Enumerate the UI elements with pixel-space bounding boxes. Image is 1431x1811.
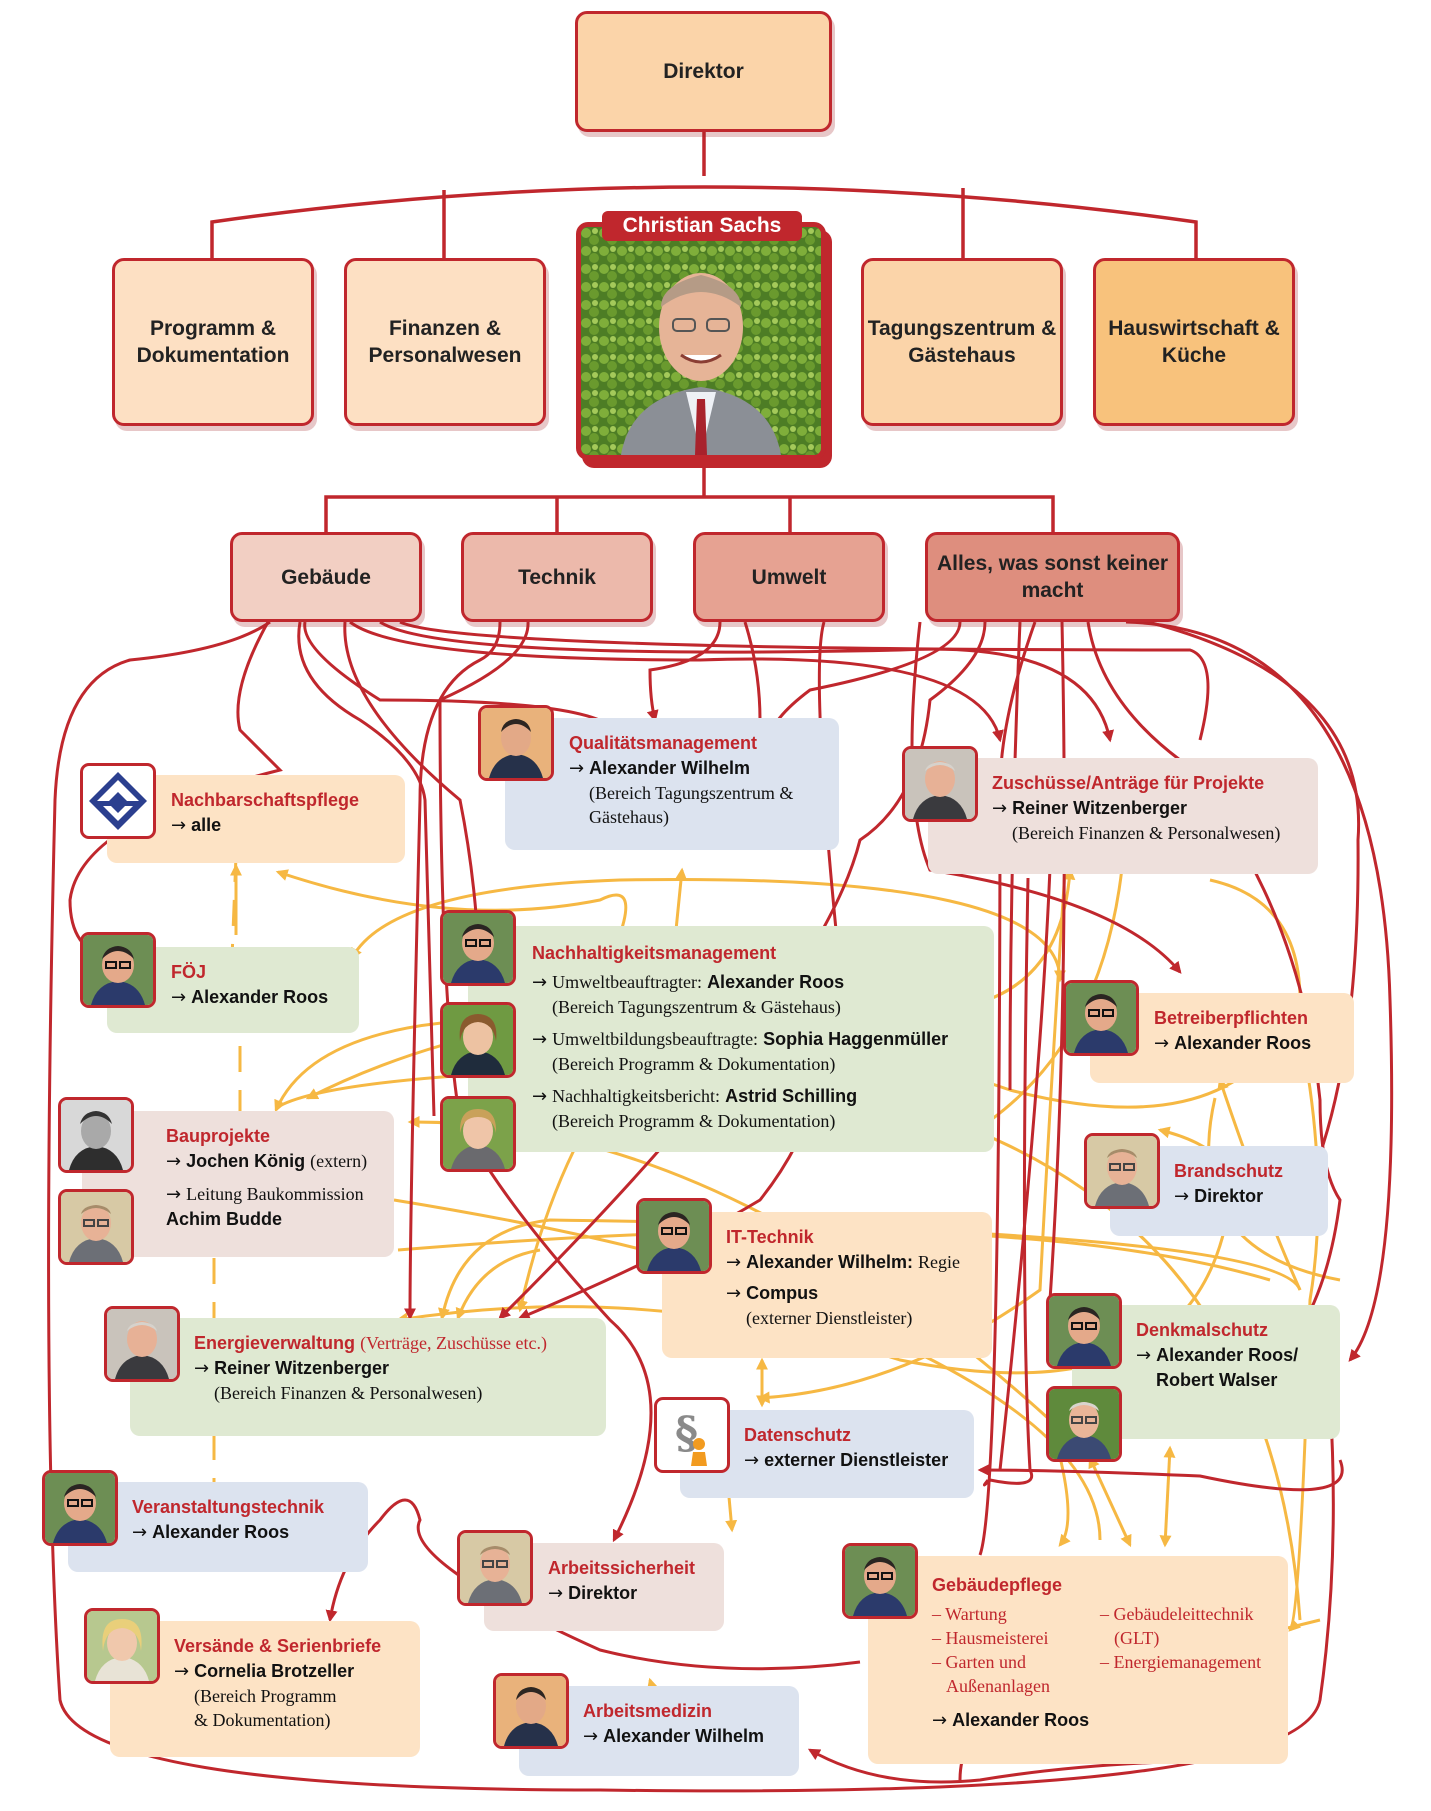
hero-name-label: Christian Sachs: [602, 211, 802, 241]
svg-text:§: §: [675, 1408, 698, 1459]
person: Direktor: [1194, 1186, 1264, 1206]
card-title: Datenschutz: [744, 1425, 852, 1445]
paragraph-icon: §: [654, 1397, 730, 1473]
card-zuschuesse[interactable]: Zuschüsse/Anträge für Projekte → Reiner …: [928, 758, 1318, 874]
person: Alexander Roos: [152, 1522, 290, 1542]
avatar-jochen-koenig: [58, 1097, 134, 1173]
card-qualitaetsmanagement[interactable]: Qualitätsmanagement → Alexander Wilhelm …: [505, 718, 839, 850]
card-title: Gebäudepflege: [932, 1575, 1063, 1595]
area-technik[interactable]: Technik: [461, 532, 653, 622]
person: Alexander Roos: [1174, 1033, 1312, 1053]
card-gebaeudepflege[interactable]: Gebäudepflege – Wartung – Hausmeisterei …: [868, 1556, 1288, 1764]
note: (Bereich Tagungszentrum & Gästehaus): [589, 783, 794, 827]
avatar-astrid-schilling: [440, 1096, 516, 1172]
card-title: Bauprojekte: [166, 1126, 271, 1146]
card-title: Arbeitssicherheit: [548, 1558, 696, 1578]
card-title: Qualitätsmanagement: [569, 733, 758, 753]
card-title: IT-Technik: [726, 1227, 814, 1247]
avatar-director-2: [457, 1530, 533, 1606]
person: externer Dienstleister: [764, 1450, 949, 1470]
card-title: Nachbarschaftspflege: [171, 790, 360, 810]
avatar-cornelia-brotzeller: [84, 1608, 160, 1684]
card-title: Veranstaltungstechnik: [132, 1497, 325, 1517]
area-gebaeude[interactable]: Gebäude: [230, 532, 422, 622]
logo-icon: [80, 763, 156, 839]
card-nachbarschaftspflege[interactable]: Nachbarschaftspflege → alle: [107, 775, 405, 863]
card-bauprojekte[interactable]: Bauprojekte → Jochen König (extern) → Le…: [82, 1111, 394, 1257]
person: Reiner Witzenberger: [1012, 798, 1187, 818]
avatar-alexander-roos: [80, 932, 156, 1008]
card-title: Zuschüsse/Anträge für Projekte: [992, 773, 1265, 793]
card-veranstaltungstechnik[interactable]: Veranstaltungstechnik → Alexander Roos: [68, 1482, 368, 1572]
card-title: Betreiberpflichten: [1154, 1008, 1309, 1028]
director-box[interactable]: Direktor: [575, 11, 832, 132]
avatar-alexander-roos-2: [440, 910, 516, 986]
person: Cornelia Brotzeller: [194, 1661, 355, 1681]
card-title: Brandschutz: [1174, 1161, 1284, 1181]
avatar-alexander-roos-4: [636, 1198, 712, 1274]
card-title: Nachhaltigkeitsmanagement: [532, 943, 777, 963]
person: Alexander Roos: [952, 1710, 1090, 1730]
avatar-director: [1084, 1133, 1160, 1209]
avatar-alexander-roos-5: [1046, 1293, 1122, 1369]
area-alles-sonst[interactable]: Alles, was sonst keiner macht: [925, 532, 1180, 622]
avatar-alexander-roos-7: [842, 1543, 918, 1619]
avatar-alexander-roos-6: [42, 1470, 118, 1546]
avatar-alexander-wilhelm-2: [493, 1673, 569, 1749]
portrait-icon: [581, 227, 821, 455]
person: Direktor: [568, 1583, 638, 1603]
dept-finanzen[interactable]: Finanzen & Personalwesen: [344, 258, 546, 426]
card-title: Denkmalschutz: [1136, 1320, 1269, 1340]
card-title: Energieverwaltung: [194, 1333, 356, 1353]
dept-programm[interactable]: Programm & Dokumentation: [112, 258, 314, 426]
hero-photo: [576, 222, 826, 460]
person: Alexander Wilhelm: [603, 1726, 764, 1746]
card-versaende[interactable]: Versände & Serienbriefe → Cornelia Brotz…: [110, 1621, 420, 1757]
person: Alexander Wilhelm: [589, 758, 750, 778]
dept-tagungszentrum[interactable]: Tagungszentrum & Gästehaus: [861, 258, 1063, 426]
person: Alexander Roos: [191, 987, 329, 1007]
avatar-reiner-witzenberger: [902, 746, 978, 822]
note: (Bereich Finanzen & Personalwesen): [214, 1383, 483, 1403]
card-title: Versände & Serienbriefe: [174, 1636, 382, 1656]
hierarchy-lines: [210, 132, 1198, 532]
avatar-sophia-haggenmueller: [440, 1002, 516, 1078]
card-nachhaltigkeitsmanagement[interactable]: Nachhaltigkeitsmanagement → Umweltbeauft…: [468, 926, 994, 1152]
card-title: FÖJ: [171, 962, 207, 982]
person: alle: [191, 815, 222, 835]
avatar-alexander-roos-3: [1063, 980, 1139, 1056]
avatar-robert-walser: [1046, 1386, 1122, 1462]
card-energieverwaltung[interactable]: Energieverwaltung (Verträge, Zuschüsse e…: [130, 1318, 606, 1436]
card-title: Arbeitsmedizin: [583, 1701, 713, 1721]
avatar-achim-budde: [58, 1189, 134, 1265]
avatar-alexander-wilhelm: [478, 705, 554, 781]
dept-hauswirtschaft[interactable]: Hauswirtschaft & Küche: [1093, 258, 1295, 426]
area-umwelt[interactable]: Umwelt: [693, 532, 885, 622]
avatar-reiner-witzenberger-2: [104, 1306, 180, 1382]
person: Reiner Witzenberger: [214, 1358, 389, 1378]
note: (Bereich Finanzen & Personalwesen): [1012, 823, 1281, 843]
